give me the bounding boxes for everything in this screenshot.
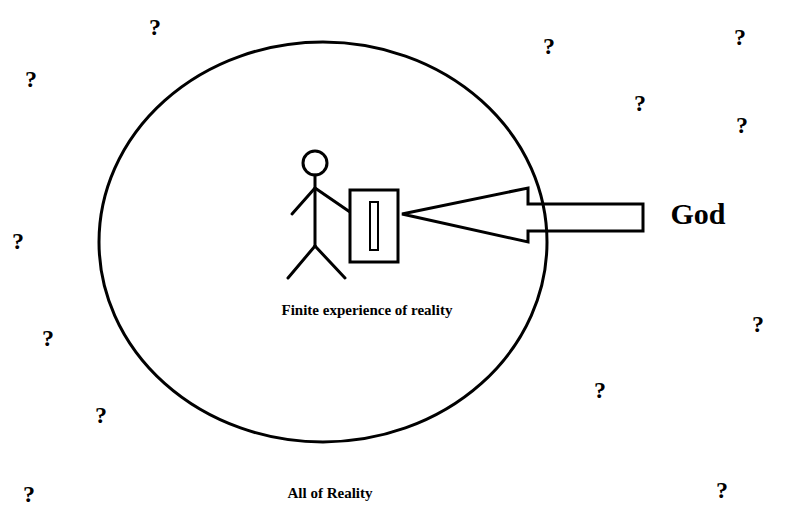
- question-mark: ?: [734, 24, 746, 51]
- question-mark: ?: [95, 402, 107, 429]
- figure-arm: [315, 188, 350, 212]
- question-mark: ?: [42, 325, 54, 352]
- reality-circle: Finite experience of reality: [97, 40, 549, 444]
- held-box: [350, 190, 398, 262]
- figure-leg: [315, 246, 345, 278]
- question-mark: ?: [634, 90, 646, 117]
- circle-outline: [97, 40, 549, 444]
- figure-leg: [288, 246, 315, 278]
- question-mark: ?: [716, 477, 728, 504]
- question-mark: ?: [594, 377, 606, 404]
- question-mark: ?: [752, 311, 764, 338]
- question-mark: ?: [25, 66, 37, 93]
- question-mark: ?: [12, 228, 24, 255]
- region-caption: Finite experience of reality: [282, 302, 453, 319]
- figure-head: [303, 151, 327, 175]
- big-arrow: [402, 188, 643, 242]
- question-mark: ?: [543, 33, 555, 60]
- held-symbol: [370, 202, 378, 250]
- source-label: God: [670, 197, 725, 231]
- figure-arm: [292, 188, 315, 214]
- figure-body: [314, 175, 317, 246]
- question-mark: ?: [23, 481, 35, 508]
- question-mark: ?: [149, 14, 161, 41]
- question-mark: ?: [736, 112, 748, 139]
- region-label: All of Reality: [288, 485, 373, 502]
